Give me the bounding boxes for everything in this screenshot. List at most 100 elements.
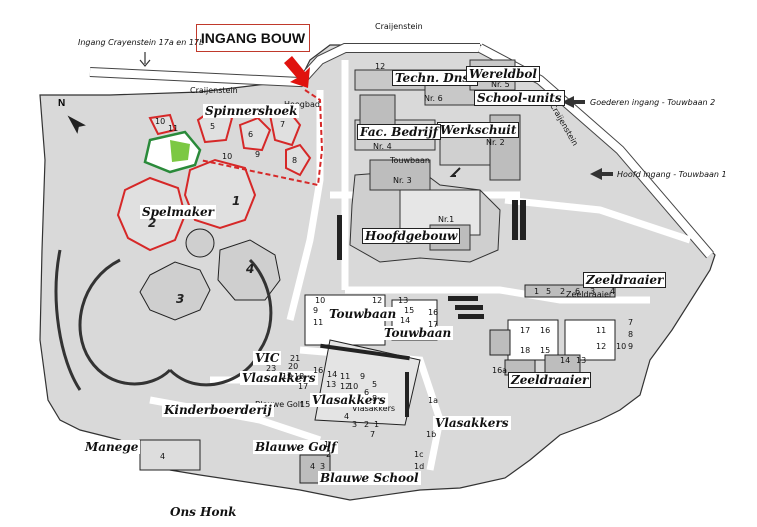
number-t11: 11 <box>313 318 324 327</box>
label-touwbaan-1: Touwbaan <box>327 307 399 321</box>
ingang-bouw-callout: INGANG BOUW <box>196 24 310 52</box>
label-vlasakkers-1: Vlasakkers <box>240 371 318 385</box>
number-v8: 8 <box>372 394 378 403</box>
label-school-units: School-units <box>474 90 565 106</box>
number-11: 11 <box>168 124 179 133</box>
number-v6: 6 <box>364 388 370 397</box>
compass-icon <box>67 115 86 134</box>
number-t9: 9 <box>313 306 319 315</box>
number-b1b: 1b <box>426 430 437 439</box>
number-cluster-4: 4 <box>246 262 255 276</box>
number-v11: 11 <box>340 372 351 381</box>
number-z10: 10 <box>616 342 627 351</box>
entrance-hoofd: Hoofd ingang - Touwbaan 1 <box>617 170 727 179</box>
number-nr5: Nr. 5 <box>491 80 510 89</box>
down-arrow <box>139 52 151 67</box>
number-z11: 11 <box>596 326 607 335</box>
label-kinderboerderij: Kinderboerderij <box>162 403 274 417</box>
zeeldraaier-buildings <box>489 284 616 376</box>
green-fill <box>170 140 190 162</box>
number-v23: 23 <box>266 364 277 373</box>
number-b4: 4 <box>310 462 316 471</box>
number-v9: 9 <box>360 372 366 381</box>
label-zeeldraaier-2: Zeeldraaier <box>508 372 592 388</box>
number-b1d: 1d <box>414 462 425 471</box>
label-manege: Manege <box>83 440 141 454</box>
label-spelmaker: Spelmaker <box>140 205 216 219</box>
number-t15: 15 <box>404 306 415 315</box>
label-wereldbol: Wereldbol <box>466 66 540 82</box>
dark-paths <box>54 249 273 391</box>
number-z8: 8 <box>628 330 634 339</box>
number-t10: 10 <box>315 296 326 305</box>
number-z7: 7 <box>628 318 634 327</box>
number-b2: 2 <box>326 450 332 459</box>
number-z12: 12 <box>596 342 607 351</box>
number-z9: 9 <box>628 342 634 351</box>
number-v4: 4 <box>344 412 350 421</box>
number-sp9: 9 <box>255 150 261 159</box>
street-craijenstein-top: Craijenstein <box>375 22 423 31</box>
label-vlasakkers-3: Vlasakkers <box>433 416 511 430</box>
number-nr2: Nr. 2 <box>486 138 505 147</box>
number-sp10: 10 <box>222 152 233 161</box>
number-cluster-1: 1 <box>232 194 241 208</box>
number-b1: 1 <box>324 440 330 449</box>
entrance-arrows <box>562 96 613 180</box>
number-cluster-3: 3 <box>176 292 185 306</box>
label-spinnershoek: Spinnershoek <box>203 104 300 118</box>
label-fac-bedrijf: Fac. Bedrijf <box>357 124 441 140</box>
manege-building <box>139 439 331 484</box>
number-v16: 16 <box>313 366 324 375</box>
number-v14: 14 <box>327 370 338 379</box>
number-z13: 13 <box>576 356 587 365</box>
entrance-goederen: Goederen ingang - Touwbaan 2 <box>590 98 716 107</box>
number-t14: 14 <box>400 316 411 325</box>
label-hoofdgebouw: Hoofdgebouw <box>362 228 461 244</box>
number-v21: 21 <box>290 354 301 363</box>
label-vlasakkers-2: Vlasakkers <box>310 393 388 407</box>
street-hoogbad: Hoogbad <box>284 100 320 109</box>
street-touwbaan: Touwbaan <box>390 156 430 165</box>
number-sp7: 7 <box>280 120 286 129</box>
number-nr4: Nr. 4 <box>373 142 392 151</box>
number-z18: 18 <box>520 346 531 355</box>
dark-bars <box>337 200 526 319</box>
number-t12: 12 <box>372 296 383 305</box>
number-t17: 17 <box>428 320 439 329</box>
number-z17: 17 <box>520 326 531 335</box>
compass-north: N <box>58 98 66 109</box>
number-v2: 2 <box>364 420 370 429</box>
street-zeeldraaier: Zeeldraaier <box>566 290 613 299</box>
number-v7: 7 <box>370 430 376 439</box>
number-m4: 4 <box>160 452 166 461</box>
number-v15: 15 <box>300 400 311 409</box>
number-v3: 3 <box>352 420 358 429</box>
label-blauwe-school: Blauwe School <box>318 471 421 485</box>
number-b1a: 1a <box>428 396 438 405</box>
number-v5: 5 <box>372 380 378 389</box>
label-ons-honk: Ons Honk <box>168 505 239 519</box>
number-10: 10 <box>155 117 166 126</box>
number-sp6: 6 <box>248 130 254 139</box>
number-cluster-2: 2 <box>148 216 157 230</box>
number-v10: 10 <box>348 382 359 391</box>
number-nr3: Nr. 3 <box>393 176 412 185</box>
street-craijenstein-left: Craijenstein <box>190 86 238 95</box>
street-blauwe-golf: Blauwe Golf <box>255 400 303 409</box>
pinwheel-buildings <box>139 228 281 321</box>
number-v18: 18 <box>294 372 305 381</box>
number-v1: 1 <box>374 420 380 429</box>
number-z15: 15 <box>540 346 551 355</box>
number-z4: 4 <box>610 287 616 296</box>
number-sp8: 8 <box>292 156 298 165</box>
entrance-arrow <box>284 56 310 88</box>
number-v12: 12 <box>340 382 351 391</box>
label-touwbaan-2: Touwbaan <box>382 326 454 340</box>
number-t13: 13 <box>398 296 409 305</box>
label-techn-dnst: Techn. Dnst <box>392 70 478 86</box>
number-z16a: 16a <box>492 366 508 375</box>
number-nr1: Nr.1 <box>438 215 455 224</box>
label-zeeldraaier: Zeeldraaier <box>583 272 667 288</box>
